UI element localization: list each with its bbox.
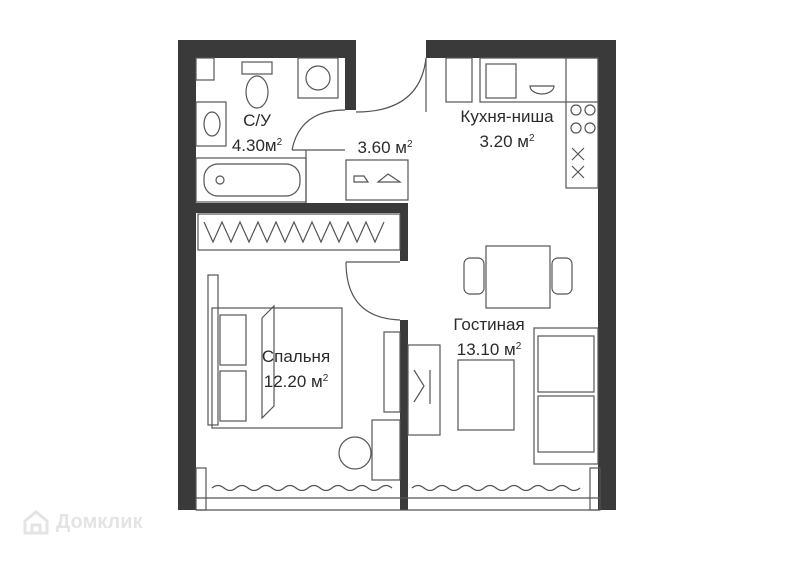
kitchen-sink	[485, 63, 517, 99]
toilet-bowl	[245, 75, 269, 109]
bedroom-furniture	[207, 274, 401, 481]
bathroom-door	[291, 109, 346, 151]
living-area: 13.10 м2	[456, 340, 522, 359]
pillow-1	[219, 314, 247, 366]
watermark-text: Домклик	[56, 510, 143, 533]
shoe-cabinet	[345, 159, 409, 201]
dish-icon	[529, 85, 555, 95]
pillow-2	[219, 370, 247, 422]
sofa	[533, 327, 599, 465]
entrance-door	[355, 57, 427, 113]
tv-cabinet	[407, 344, 441, 436]
toilet-tank	[241, 61, 273, 75]
bathtub-drain	[215, 175, 225, 185]
sink-bowl	[203, 111, 221, 137]
wardrobe-hangers	[203, 220, 385, 244]
kitchen-column	[565, 57, 599, 189]
domclick-watermark: Домклик	[22, 508, 143, 536]
fridge	[445, 57, 473, 103]
chair-right	[551, 257, 573, 295]
kitchen-name: Кухня-ниша	[460, 107, 554, 126]
bed-headboard	[207, 274, 219, 426]
sofa-seat-1	[537, 335, 595, 393]
washing-machine	[297, 57, 339, 99]
house-icon	[23, 510, 49, 535]
wall-bath-right	[345, 40, 356, 110]
kitchen-fixtures	[445, 57, 599, 189]
bed	[211, 307, 343, 429]
bed-blanket-fold	[261, 304, 275, 420]
armchair	[457, 359, 515, 431]
hall-area: 3.60 м2	[357, 138, 413, 157]
wall-center-upper	[400, 203, 408, 261]
windows	[195, 467, 601, 511]
bathroom-fixtures	[195, 57, 339, 203]
wall-top-left	[178, 40, 356, 58]
washing-machine-drum	[305, 65, 331, 91]
chair-left	[463, 257, 485, 295]
wardrobe-body	[197, 213, 401, 251]
bedroom-door	[345, 261, 401, 321]
bathroom-area: 4.30м2	[231, 136, 283, 155]
bedroom-area: 12.20 м2	[263, 372, 329, 391]
wall-center-lower	[400, 320, 408, 510]
living-label: Гостиная 13.10 м2	[444, 314, 534, 361]
living-furniture	[407, 245, 599, 465]
window-frame-left	[195, 467, 207, 511]
kitchen-label: Кухня-ниша 3.20 м2	[452, 106, 562, 153]
hob-ring-1	[570, 104, 582, 116]
wall-right	[598, 40, 616, 510]
wardrobe	[197, 213, 401, 251]
sofa-seat-2	[537, 395, 595, 453]
dining-table	[485, 245, 551, 309]
sink-counter	[195, 101, 227, 147]
bathtub-inner	[203, 163, 301, 197]
curtain-living	[411, 484, 581, 492]
hob-ring-4	[584, 122, 596, 134]
bedroom-label: Спальня 12.20 м2	[252, 346, 340, 393]
wall-left	[178, 40, 196, 510]
kitchen-area: 3.20 м2	[479, 132, 535, 151]
bedroom-tv-stand	[371, 419, 401, 481]
bedroom-name: Спальня	[261, 347, 331, 366]
bedroom-desk	[383, 331, 401, 413]
wall-top-right	[426, 40, 607, 58]
hob-ring-3	[570, 122, 582, 134]
doors	[291, 57, 427, 321]
hall-fixtures	[345, 159, 409, 201]
curtain-bedroom	[211, 484, 393, 492]
bathroom-label: С/У 4.30м2	[224, 110, 290, 157]
vent-shaft	[195, 57, 215, 81]
ottoman	[338, 436, 372, 470]
living-name: Гостиная	[453, 315, 525, 334]
shoe-icon-2	[376, 173, 402, 183]
wall-bath-bottom	[196, 203, 408, 213]
hall-label: 3.60 м2	[350, 134, 420, 159]
shoe-icon-1	[353, 175, 370, 183]
tv-icon	[413, 369, 431, 404]
walls	[178, 40, 616, 510]
cooktop-icon	[571, 147, 585, 179]
bathroom-name: С/У	[243, 111, 271, 130]
hob-ring-2	[584, 104, 596, 116]
